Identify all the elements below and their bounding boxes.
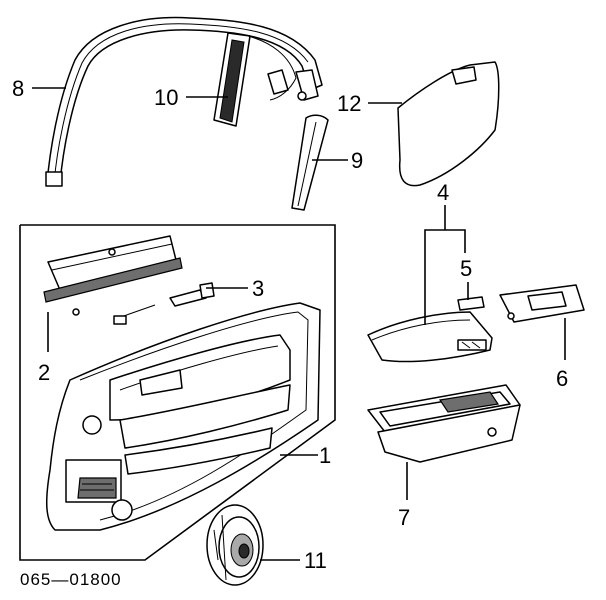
diagram-code: 065—01800 (20, 570, 122, 589)
service-hole-cover-part (397, 61, 500, 187)
door-frame-weatherstrip-part (45, 16, 323, 187)
callout-8: 8 (12, 76, 24, 101)
callout-3: 3 (252, 276, 264, 301)
glass-run-channel-part (213, 32, 307, 127)
door-trim-board-part (45, 302, 321, 531)
pillar-garnish-part (291, 114, 329, 211)
door-trim-assembly-frame (19, 224, 336, 561)
courtesy-lamp-part (113, 282, 215, 325)
armrest-switch-part (457, 296, 485, 311)
callout-6: 6 (556, 366, 568, 391)
leader-lines (32, 87, 566, 561)
callout-5: 5 (460, 256, 472, 281)
callout-11: 11 (304, 548, 327, 573)
callout-9: 9 (351, 148, 363, 173)
switch-bezel-part (499, 284, 585, 323)
speaker-part (206, 504, 264, 586)
callout-7: 7 (398, 505, 410, 530)
callout-1: 1 (319, 443, 331, 468)
callout-10: 10 (154, 85, 178, 110)
callout-12: 12 (337, 91, 361, 116)
callout-2: 2 (38, 360, 50, 385)
armrest-box-part (367, 384, 521, 463)
armrest-base-part (367, 311, 493, 363)
door-upper-trim-part (43, 235, 183, 316)
callout-4: 4 (437, 180, 449, 205)
